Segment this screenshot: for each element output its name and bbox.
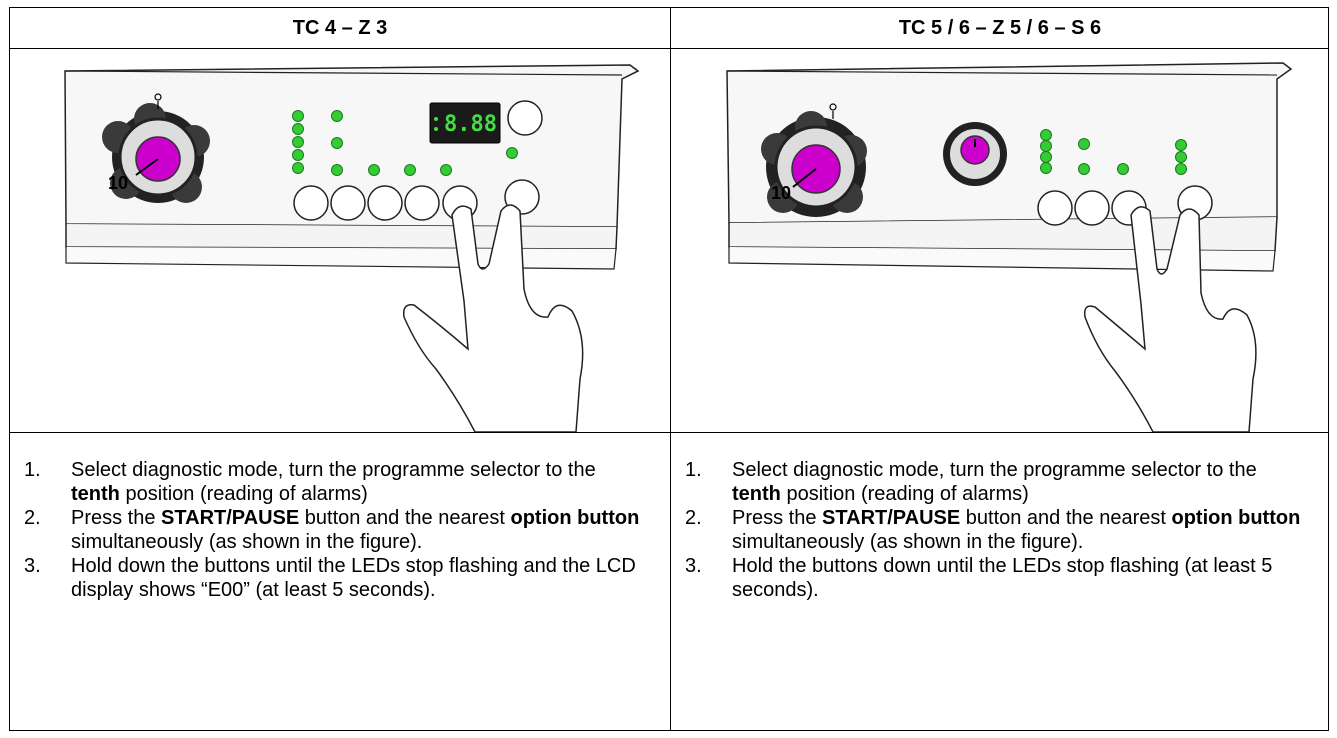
step-1: 1. Select diagnostic mode, turn the progr… [24,458,644,506]
step-bold-text: tenth [732,483,781,505]
step-number: 1. [685,459,702,481]
step-3: 3. Hold the buttons down until the LEDs s… [685,554,1305,602]
step-text: Select diagnostic mode, turn the program… [732,459,1257,481]
step-1: 1. Select diagnostic mode, turn the progr… [685,458,1305,506]
step-text: simultaneously (as shown in the figure). [732,531,1084,553]
dial-number-label: 10 [108,173,128,193]
programme-selector-dial [761,103,867,217]
step-2: 2. Press the START/PAUSE button and the n… [24,506,644,554]
step-text: Press the [732,507,823,529]
second-selector-knob [943,122,1007,186]
step-text: position (reading of alarms) [119,483,368,505]
programme-selector-dial [102,93,210,203]
step-number: 2. [24,507,41,529]
control-panel-illustration-left: 10 8.88 [64,64,640,432]
step-bold-text: START/PAUSE [822,507,961,529]
figure-divider [10,432,1328,433]
step-number: 1. [24,459,41,481]
header-left: TC 4 – Z 3 [292,17,388,39]
led-indicators [292,110,518,176]
step-text: Select diagnostic mode, turn the program… [71,459,596,481]
step-number: 3. [685,555,702,577]
step-bold-text: option button [1171,507,1301,529]
figure-right: 10 [671,49,1329,432]
instruction-table: TC 4 – Z 3 TC 5 / 6 – Z 5 / 6 – S 6 [9,7,1329,731]
step-text: button and the nearest [299,507,511,529]
step-text: Press the [71,507,162,529]
instruction-steps-left: 1. Select diagnostic mode, turn the progr… [24,458,644,602]
step-2: 2. Press the START/PAUSE button and the n… [685,506,1305,554]
step-bold-text: option button [510,507,640,529]
step-number: 3. [24,555,41,577]
step-3: 3. Hold down the buttons until the LEDs s… [24,554,644,602]
step-text: position (reading of alarms) [780,483,1029,505]
step-text: button and the nearest [960,507,1172,529]
header-right: TC 5 / 6 – Z 5 / 6 – S 6 [898,17,1102,39]
header-divider [10,48,1328,49]
step-text: Hold down the buttons until the LEDs sto… [71,555,636,601]
step-number: 2. [685,507,702,529]
step-bold-text: tenth [71,483,120,505]
figure-left: 10 8.88 [10,49,670,432]
hand-illustration [1083,206,1257,432]
step-text: simultaneously (as shown in the figure). [71,531,423,553]
lcd-display-digits: 8.88 [444,112,497,137]
column-divider [670,8,671,730]
step-text: Hold the buttons down until the LEDs sto… [732,555,1273,601]
step-bold-text: START/PAUSE [161,507,300,529]
control-panel-illustration-right: 10 [726,62,1293,432]
instruction-steps-right: 1. Select diagnostic mode, turn the progr… [685,458,1305,602]
led-indicators [1040,129,1187,175]
hand-illustration [402,204,584,432]
lcd-display: 8.88 [429,102,501,144]
dial-number-label: 10 [771,183,791,203]
